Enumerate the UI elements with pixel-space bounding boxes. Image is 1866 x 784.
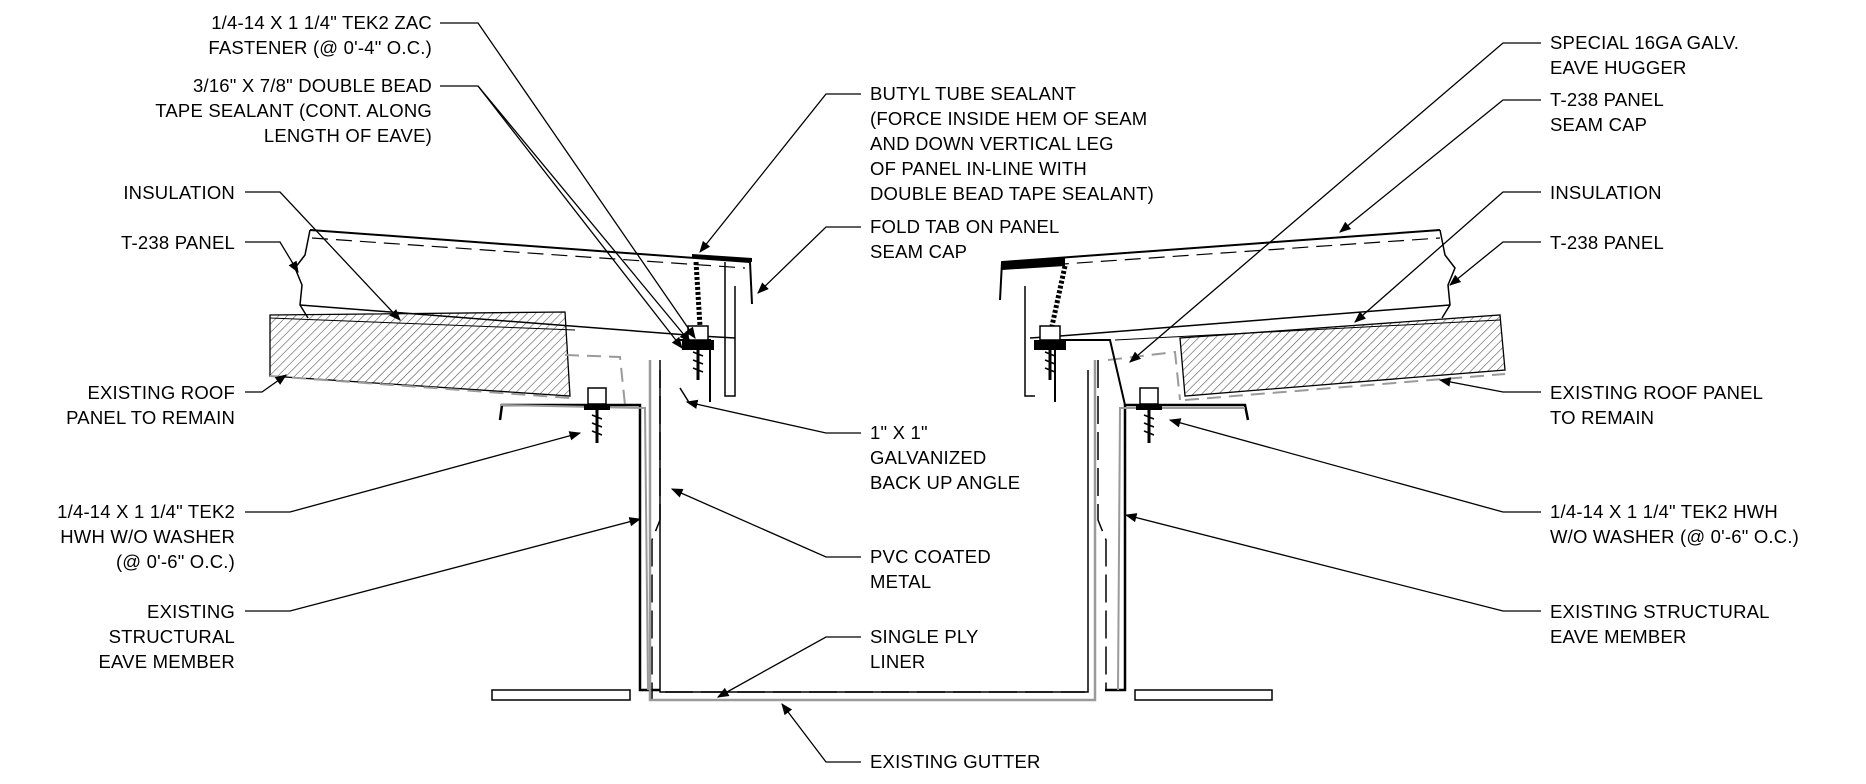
right-structural-eave-member bbox=[1105, 403, 1273, 701]
label-t238-panel-left: T-238 PANEL bbox=[121, 232, 235, 253]
left-pvc-liner bbox=[651, 360, 661, 701]
left-t238-panel bbox=[294, 229, 753, 397]
right-zac-fastener bbox=[1034, 265, 1068, 380]
label-eave-hugger: SPECIAL 16GA GALV.EAVE HUGGER bbox=[1550, 32, 1740, 78]
left-structural-eave-member bbox=[491, 403, 660, 701]
left-existing-roof-panel bbox=[269, 311, 626, 406]
right-hwh-fastener bbox=[1136, 387, 1162, 443]
leader-lines bbox=[245, 22, 1541, 763]
label-insulation-left: INSULATION bbox=[123, 182, 235, 203]
label-t238-panel-right: T-238 PANEL bbox=[1550, 232, 1664, 253]
label-existing-gutter: EXISTING GUTTER bbox=[870, 751, 1041, 772]
right-pvc-liner bbox=[1097, 360, 1107, 690]
label-insulation-right: INSULATION bbox=[1550, 182, 1662, 203]
existing-gutter bbox=[648, 360, 1097, 702]
left-hwh-fastener bbox=[584, 387, 610, 443]
label-butyl-sealant: BUTYL TUBE SEALANT(FORCE INSIDE HEM OF S… bbox=[870, 83, 1154, 204]
